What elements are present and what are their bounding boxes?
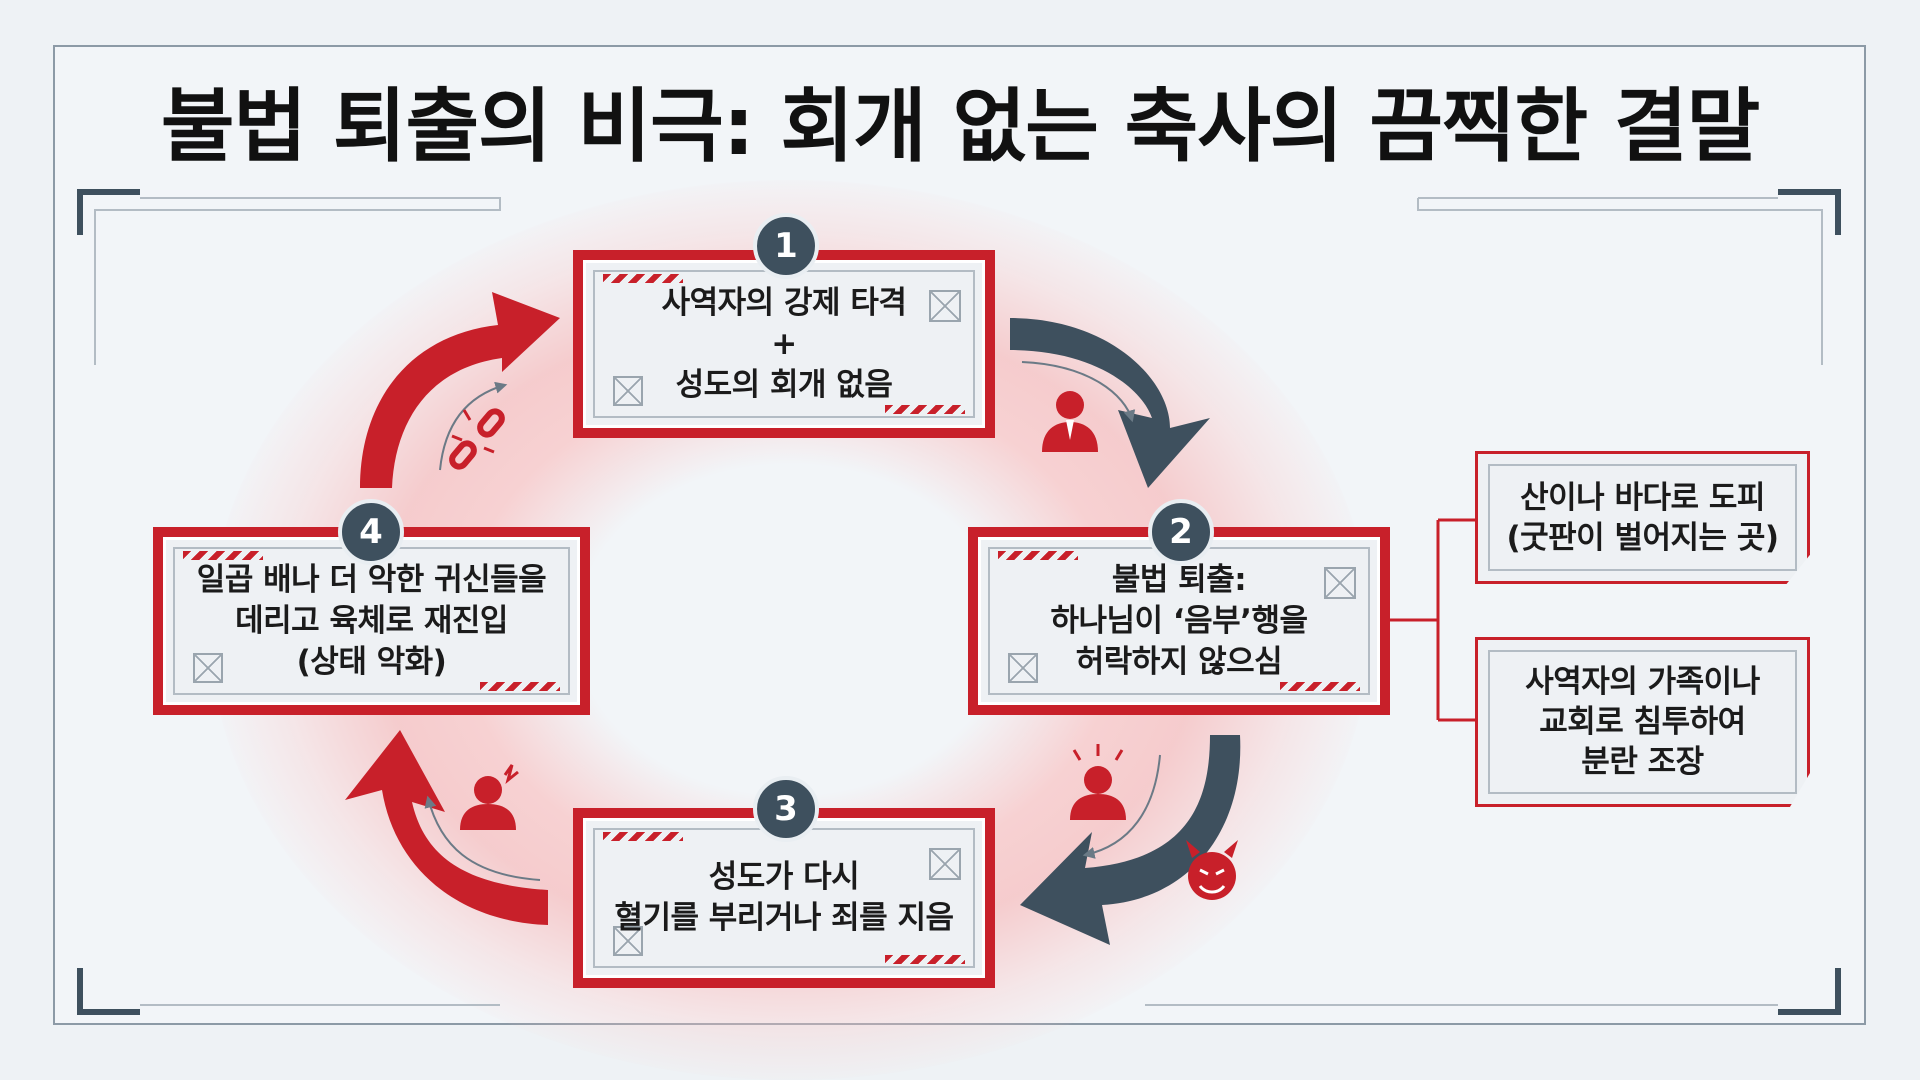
- step-1-badge: 1: [753, 213, 819, 279]
- arrow-4-to-1: [360, 292, 560, 488]
- step-4-badge: 4: [338, 499, 404, 565]
- angry-person-icon: [1042, 391, 1098, 452]
- arrow-3-to-4: [345, 730, 548, 925]
- arrow-2-to-3: [1020, 735, 1241, 945]
- arrow-1-to-2: [1010, 318, 1210, 488]
- branch-1-text: 산이나 바다로 도피 (굿판이 벌어지는 곳): [1506, 479, 1779, 556]
- step-2-text: 불법 퇴출: 하나님이 ‘음부’행을 허락하지 않으심: [1050, 561, 1308, 680]
- broken-chain-icon: [449, 408, 505, 470]
- branch-connector: [1390, 518, 1475, 722]
- branch-2-text: 사역자의 가족이나 교회로 침투하여 분란 조장: [1525, 664, 1760, 780]
- step-1-text: 사역자의 강제 타격 + 성도의 회개 없음: [661, 284, 907, 403]
- branch-box-2: 사역자의 가족이나 교회로 침투하여 분란 조장: [1475, 637, 1810, 807]
- stressed-person-icon: [1070, 744, 1126, 820]
- step-2-badge: 2: [1148, 499, 1214, 565]
- step-3-badge: 3: [753, 776, 819, 842]
- branch-box-1: 산이나 바다로 도피 (굿판이 벌어지는 곳): [1475, 451, 1810, 584]
- page-title: 불법 퇴출의 비극: 회개 없는 축사의 끔찍한 결말: [160, 80, 1760, 173]
- step-4-text: 일곱 배나 더 악한 귀신들을 데리고 육체로 재진입 (상태 악화): [196, 561, 547, 680]
- broken-heart-person-icon: [460, 764, 519, 830]
- corner-brackets: [77, 189, 1841, 1015]
- step-3-text: 성도가 다시 혈기를 부리거나 죄를 지음: [614, 859, 954, 936]
- devil-face-icon: [1186, 840, 1238, 900]
